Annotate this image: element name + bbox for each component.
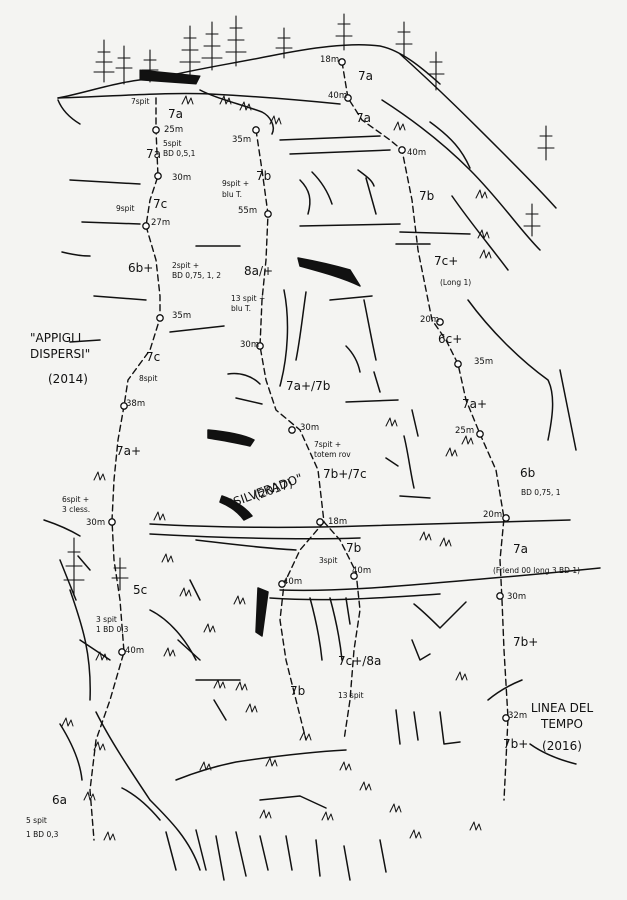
- grade-label: 6c+: [438, 332, 462, 346]
- grade-label: 7b+/7c: [323, 467, 367, 481]
- grade-label: 7a+: [462, 397, 487, 411]
- gear-note-label: 1 BD 0,3: [26, 830, 59, 839]
- route-name-linea: LINEA DEL TEMPO: [531, 701, 594, 731]
- grade-label: 7a: [356, 111, 371, 125]
- gear-note-label: 7spit: [131, 97, 150, 106]
- pitch-length-label: 30m: [240, 340, 259, 350]
- pitch-length-label: 30m: [507, 592, 526, 602]
- route-name-line: "APPIGLI: [30, 331, 81, 345]
- route-name-line: LINEA DEL: [531, 701, 594, 715]
- pitch-length-label: 40m: [352, 566, 371, 576]
- grade-labels: 7a 7a 7c 6b+ 7c 7a+ 5c 6a 7b 8a/+ 7a+/7b 7b+/7c 7b 7c…: [52, 69, 538, 807]
- grade-label: 6a: [52, 793, 67, 807]
- pitch-length-label: 32m: [508, 711, 527, 721]
- gear-note-label: 3spit: [319, 556, 338, 565]
- route-silverado: [255, 129, 361, 741]
- grade-label: 7c: [146, 350, 160, 364]
- gear-note-label: 6spit +: [62, 495, 89, 504]
- route-year-appigli: (2014): [48, 372, 88, 386]
- pitch-length-label: 27m: [151, 218, 170, 228]
- gear-note-label: 8spit: [139, 374, 158, 383]
- pitch-length-label: 20m: [420, 315, 439, 325]
- gear-note-label: 7spit +: [314, 440, 341, 449]
- pitch-length-labels: 18m 40m 25m 35m 40m 30m 55m 27m 35m 20m 30m 35m 38m 3…: [86, 55, 527, 721]
- gear-note-label: BD 0,75, 1: [521, 488, 561, 497]
- grass-tufts: [61, 95, 492, 841]
- grade-label: 7a+/7b: [286, 379, 330, 393]
- gear-note-label: BD 0,5,1: [163, 149, 196, 158]
- grade-label: 6b: [520, 466, 535, 480]
- gear-note-label: 5spit: [163, 139, 182, 148]
- belay-stations: [108, 58, 510, 722]
- gear-note-label: blu T.: [222, 190, 242, 199]
- gear-note-label: 5 spit: [26, 816, 47, 825]
- gear-note-label: 3 spit: [96, 615, 117, 624]
- trees: [63, 13, 555, 597]
- grade-label: 8a/+: [244, 264, 273, 278]
- grade-label: 7c: [153, 197, 167, 211]
- pitch-length-label: 30m: [172, 173, 191, 183]
- pitch-length-label: 40m: [328, 91, 347, 101]
- route-name-line: TEMPO: [540, 717, 583, 731]
- rock-outline: [43, 44, 601, 881]
- grade-label: 7b: [346, 541, 361, 555]
- route-year-linea: (2016): [542, 739, 582, 753]
- pitch-length-label: 20m: [483, 510, 502, 520]
- pitch-length-label: 35m: [232, 135, 251, 145]
- grade-label: 7a: [513, 542, 528, 556]
- gear-note-label: 9spit +: [222, 179, 249, 188]
- pitch-length-label: 35m: [172, 311, 191, 321]
- pitch-length-label: 40m: [125, 646, 144, 656]
- gear-note-label: (Long 1): [440, 278, 471, 287]
- pitch-length-label: 25m: [164, 125, 183, 135]
- grade-label: 7a+: [116, 444, 141, 458]
- pitch-length-label: 40m: [407, 148, 426, 158]
- grade-label: 7b+: [503, 737, 528, 751]
- gear-note-label: 2spit +: [172, 261, 199, 270]
- grade-label: 5c: [133, 583, 147, 597]
- grade-label: 7b: [419, 189, 434, 203]
- pitch-length-label: 25m: [455, 426, 474, 436]
- grade-label: 7a: [358, 69, 373, 83]
- grade-label: 7b: [290, 684, 305, 698]
- route-lines: [89, 61, 509, 841]
- gear-note-label: 9spit: [116, 204, 135, 213]
- route-name-line: DISPERSI": [30, 347, 90, 361]
- pitch-length-label: 38m: [126, 399, 145, 409]
- grade-label: 6b+: [128, 261, 153, 275]
- route-silverado-var: [279, 521, 325, 741]
- gear-note-label: 3 cless.: [62, 505, 90, 514]
- grade-label: 7b+: [513, 635, 538, 649]
- gear-note-label: (Friend 00 long 3 BD 1): [493, 566, 580, 575]
- pitch-length-label: 18m: [320, 55, 339, 65]
- grade-label: 7c+/8a: [338, 654, 381, 668]
- gear-note-label: blu T.: [231, 304, 251, 313]
- pitch-length-label: 18m: [328, 517, 347, 527]
- pitch-length-label: 40m: [283, 577, 302, 587]
- gear-note-label: 13 spit: [338, 691, 364, 700]
- gear-note-label: totem rov: [314, 450, 351, 459]
- gear-note-label: BD 0,75, 1, 2: [172, 271, 221, 280]
- route-right: [341, 61, 509, 801]
- pitch-length-label: 35m: [474, 357, 493, 367]
- grade-label: 7a: [146, 147, 161, 161]
- pitch-length-label: 30m: [300, 423, 319, 433]
- grade-label: 7a: [168, 107, 183, 121]
- gear-note-label: 13 spit +: [231, 294, 265, 303]
- grade-label: 7b: [256, 169, 271, 183]
- grade-label: 7c+: [434, 254, 458, 268]
- pitch-length-label: 30m: [86, 518, 105, 528]
- gear-note-label: 1 BD 0,3: [96, 625, 129, 634]
- pitch-length-label: 55m: [238, 206, 257, 216]
- route-name-appigli: "APPIGLI DISPERSI": [30, 331, 90, 361]
